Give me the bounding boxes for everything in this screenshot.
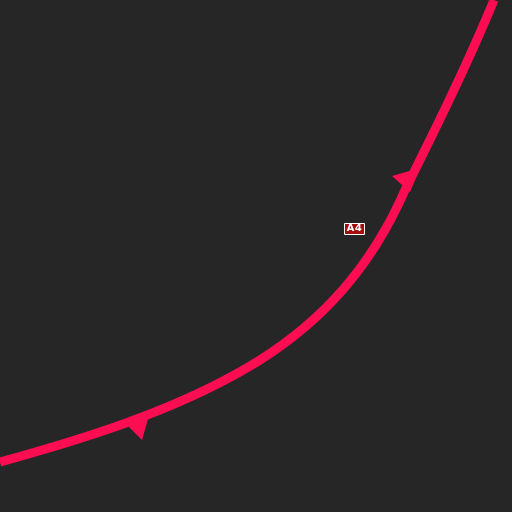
direction-arrow-icon <box>122 412 150 440</box>
road-shield-label: A4 <box>346 223 363 234</box>
road-shield-a4[interactable]: A4 <box>344 223 365 235</box>
motorway-road[interactable] <box>0 0 499 467</box>
direction-arrow-icon <box>392 168 420 192</box>
